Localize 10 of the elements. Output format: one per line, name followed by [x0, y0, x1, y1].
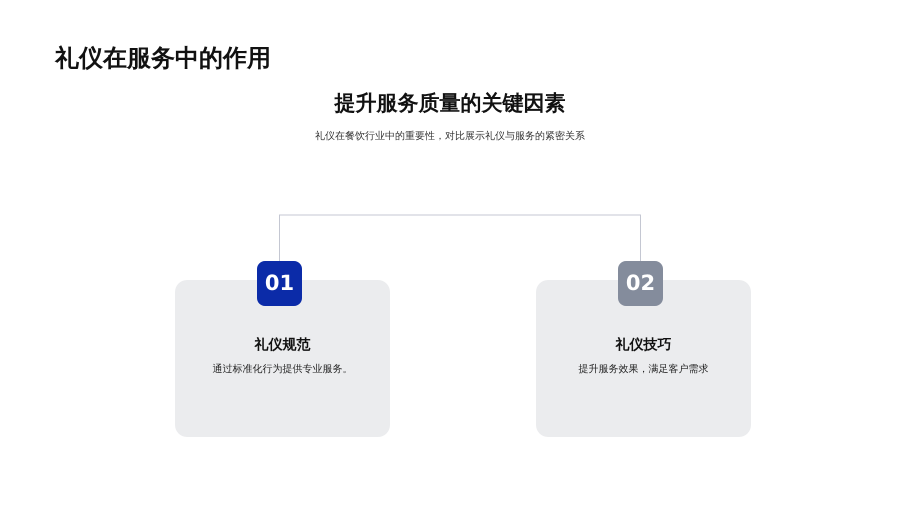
section-heading: 提升服务质量的关键因素 [334, 90, 566, 117]
subtitle: 礼仪在餐饮行业中的重要性，对比展示礼仪与服务的紧密关系 [315, 130, 585, 144]
card-heading: 礼仪规范 [254, 336, 310, 355]
number-badge: 01 [257, 261, 302, 306]
connector-line [279, 214, 641, 262]
card-heading: 礼仪技巧 [616, 336, 672, 355]
number-badge: 02 [618, 261, 663, 306]
card-description: 通过标准化行为提供专业服务。 [212, 362, 352, 377]
card-description: 提升服务效果，满足客户需求 [578, 362, 708, 377]
page-title: 礼仪在服务中的作用 [55, 43, 271, 74]
